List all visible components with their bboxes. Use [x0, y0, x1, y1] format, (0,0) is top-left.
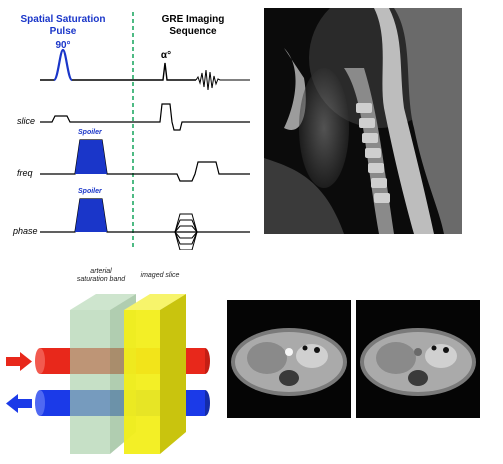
axial-mri-image-1: [227, 300, 351, 418]
slice-gradient: [40, 103, 250, 131]
row-label-freq: freq: [17, 168, 33, 178]
spoiler-label-phase: Spoiler: [78, 188, 102, 195]
phase-spoiler-lobe: [75, 199, 107, 232]
imaged-slice-label: imaged slice: [140, 272, 180, 279]
vein-outflow-arrow: [6, 394, 32, 413]
axial-drawing-2: [360, 328, 476, 396]
pulse-sequence-svg: [40, 12, 250, 250]
axial-drawing-1: [231, 328, 347, 396]
echo-signal: [195, 69, 250, 91]
freq-gradient: [40, 139, 250, 182]
row-label-phase: phase: [13, 226, 38, 236]
axial-mri-image-2: [356, 300, 480, 418]
rf-pulse-90: [52, 48, 74, 82]
sat-pulse-title: Spatial Saturation Pulse: [20, 14, 106, 37]
sat-pulse-angle: 90°: [55, 40, 71, 51]
phase-encode-table: [174, 213, 198, 250]
freq-spoiler-lobe: [75, 140, 107, 174]
sagittal-spine-drawing: [264, 8, 462, 234]
row-label-slice: slice: [17, 116, 36, 126]
gre-title: GRE Imaging Sequence: [161, 14, 225, 37]
pulse-sequence-diagram: Spatial Saturation Pulse 90° GRE Imaging…: [0, 0, 262, 250]
artery-inflow-arrow: [6, 352, 32, 371]
saturation-band-svg: [6, 294, 210, 454]
saturation-band-diagram: arterial saturation band imaged slice: [0, 262, 222, 462]
sat-band-slab: [70, 294, 136, 310]
imaged-slice-slab: [124, 294, 186, 310]
arterial-band-label: arterial saturation band: [76, 268, 126, 283]
spoiler-label-freq: Spoiler: [78, 129, 102, 136]
flip-angle-label: α°: [160, 50, 172, 61]
sagittal-mri-image: [264, 8, 462, 234]
phase-gradient: [40, 198, 250, 233]
